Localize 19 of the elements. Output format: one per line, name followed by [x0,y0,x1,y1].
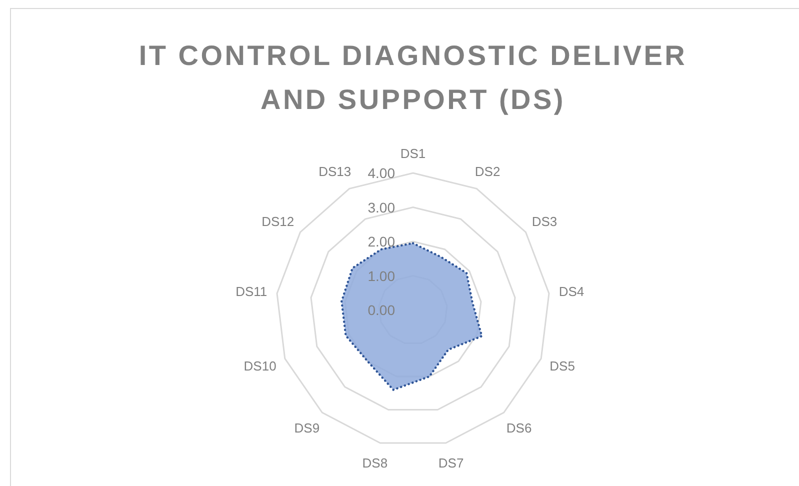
category-label: DS3 [532,214,558,229]
category-label: DS1 [400,146,426,161]
category-label: DS10 [244,358,276,374]
category-label: DS7 [438,455,464,470]
axis-tick-label: 0.00 [368,302,395,318]
axis-tick-label: 4.00 [368,165,395,181]
category-label: DS2 [474,164,500,179]
category-label: DS5 [550,358,575,374]
category-label: DS6 [506,420,532,436]
axis-tick-label: 2.00 [368,234,395,250]
category-label: DS11 [236,284,268,300]
chart-title: IT CONTROL DIAGNOSTIC DELIVER AND SUPPORT (DS) [138,39,688,117]
axis-tick-label: 3.00 [368,199,395,216]
category-label: DS13 [318,164,352,179]
category-label: DS9 [294,420,320,436]
category-label: DS12 [262,214,294,229]
category-label: DS8 [362,455,388,470]
axis-tick-label: 1.00 [368,268,395,284]
category-label: DS4 [558,284,584,300]
